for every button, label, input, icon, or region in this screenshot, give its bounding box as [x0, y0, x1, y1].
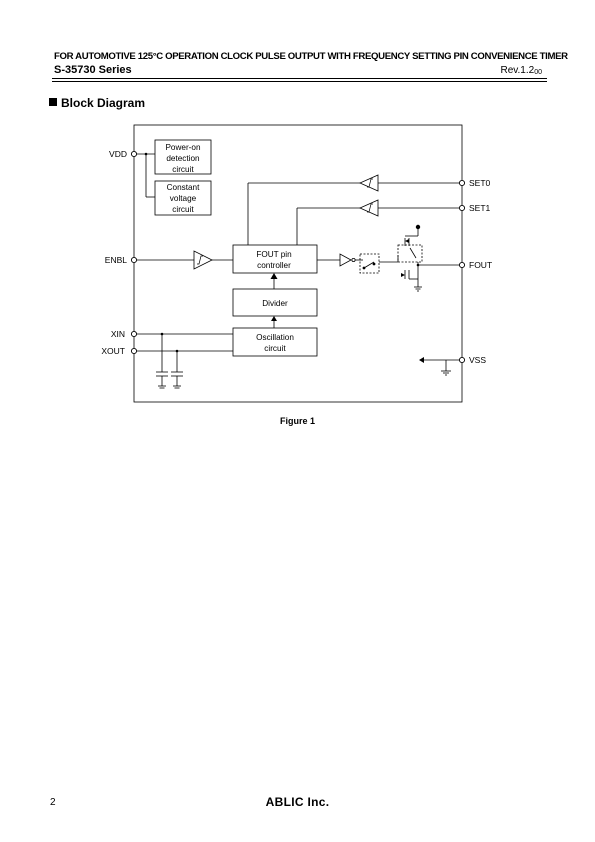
set1-terminal	[458, 204, 466, 212]
divider-block	[232, 288, 318, 317]
figure-caption: Figure 1	[279, 416, 315, 426]
driver-switch-lever	[409, 247, 417, 259]
divider-label: Divider	[262, 299, 288, 308]
power-on-block	[154, 139, 212, 175]
pin-label-enbl: ENBL	[105, 255, 127, 265]
fout-junction	[416, 263, 420, 267]
vss-terminal	[458, 356, 466, 364]
arrow-up-icon-2	[271, 316, 277, 321]
schmitt-glyph-icon	[367, 178, 373, 188]
pin-label-vdd: VDD	[109, 149, 127, 159]
section-heading: Block Diagram	[49, 96, 145, 110]
constant-voltage-label-1: Constant	[167, 183, 200, 192]
pin-label-set1: SET1	[469, 203, 491, 213]
switch-dashed-box	[359, 253, 380, 274]
arrow-left-icon	[419, 357, 424, 363]
section-title: Block Diagram	[61, 96, 146, 110]
switch-lever	[363, 261, 375, 269]
arrow-up-icon	[270, 273, 278, 279]
set0-terminal	[458, 179, 466, 187]
inverter-bubble	[351, 257, 356, 262]
pin-label-fout: FOUT	[469, 260, 492, 270]
constant-voltage-label-3: circuit	[172, 205, 194, 214]
set1-schmitt-buffer	[359, 199, 379, 217]
constant-voltage-label-2: voltage	[170, 194, 197, 203]
pin-label-xout: XOUT	[101, 346, 125, 356]
square-bullet-icon	[49, 98, 57, 106]
output-buffer	[339, 253, 352, 267]
switch-node-2	[372, 262, 376, 266]
revision-number: Rev.1.2	[500, 65, 535, 76]
vdd-terminal	[130, 150, 138, 158]
document-title: FOR AUTOMOTIVE 125°C OPERATION CLOCK PUL…	[54, 51, 568, 62]
power-on-label-3: circuit	[172, 165, 194, 174]
switch-node	[362, 266, 366, 270]
xin-terminal	[130, 330, 138, 338]
enbl-terminal	[130, 256, 138, 264]
fout-terminal	[458, 261, 466, 269]
brand-logo: ABLIC Inc.	[265, 795, 330, 809]
set0-schmitt-buffer	[359, 174, 379, 192]
oscillation-label-1: Oscillation	[256, 333, 294, 342]
oscillation-label-2: circuit	[264, 344, 286, 353]
schmitt-glyph-icon-2	[367, 203, 373, 213]
vdd-junction	[144, 152, 148, 156]
pin-label-set0: SET0	[469, 178, 491, 188]
header-rule	[52, 78, 547, 79]
constant-voltage-block	[154, 180, 212, 216]
driver-supply-dot	[415, 224, 421, 230]
revision-label: Rev.1.200	[500, 65, 542, 76]
pin-label-vss: VSS	[469, 355, 486, 365]
power-on-label-2: detection	[166, 154, 200, 163]
enbl-schmitt-buffer	[193, 250, 213, 270]
driver-dashed-box	[397, 244, 423, 263]
xin-junction	[160, 332, 164, 336]
xout-junction	[175, 349, 179, 353]
xout-terminal	[130, 347, 138, 355]
power-on-label-1: Power-on	[165, 143, 200, 152]
header-rule-thin	[52, 81, 547, 82]
fout-controller-label-1: FOUT pin	[256, 250, 292, 259]
fout-controller-label-2: controller	[257, 261, 291, 270]
page-number: 2	[50, 797, 56, 808]
revision-subscript: 00	[534, 69, 542, 76]
nmos-arrow-icon	[401, 273, 405, 277]
oscillation-block	[232, 327, 318, 357]
schmitt-glyph-icon-3	[197, 255, 203, 265]
fout-controller-block	[232, 244, 318, 274]
series-name: S-35730 Series	[54, 64, 132, 76]
pin-label-xin: XIN	[111, 329, 125, 339]
pmos-arrow-icon	[405, 239, 409, 243]
